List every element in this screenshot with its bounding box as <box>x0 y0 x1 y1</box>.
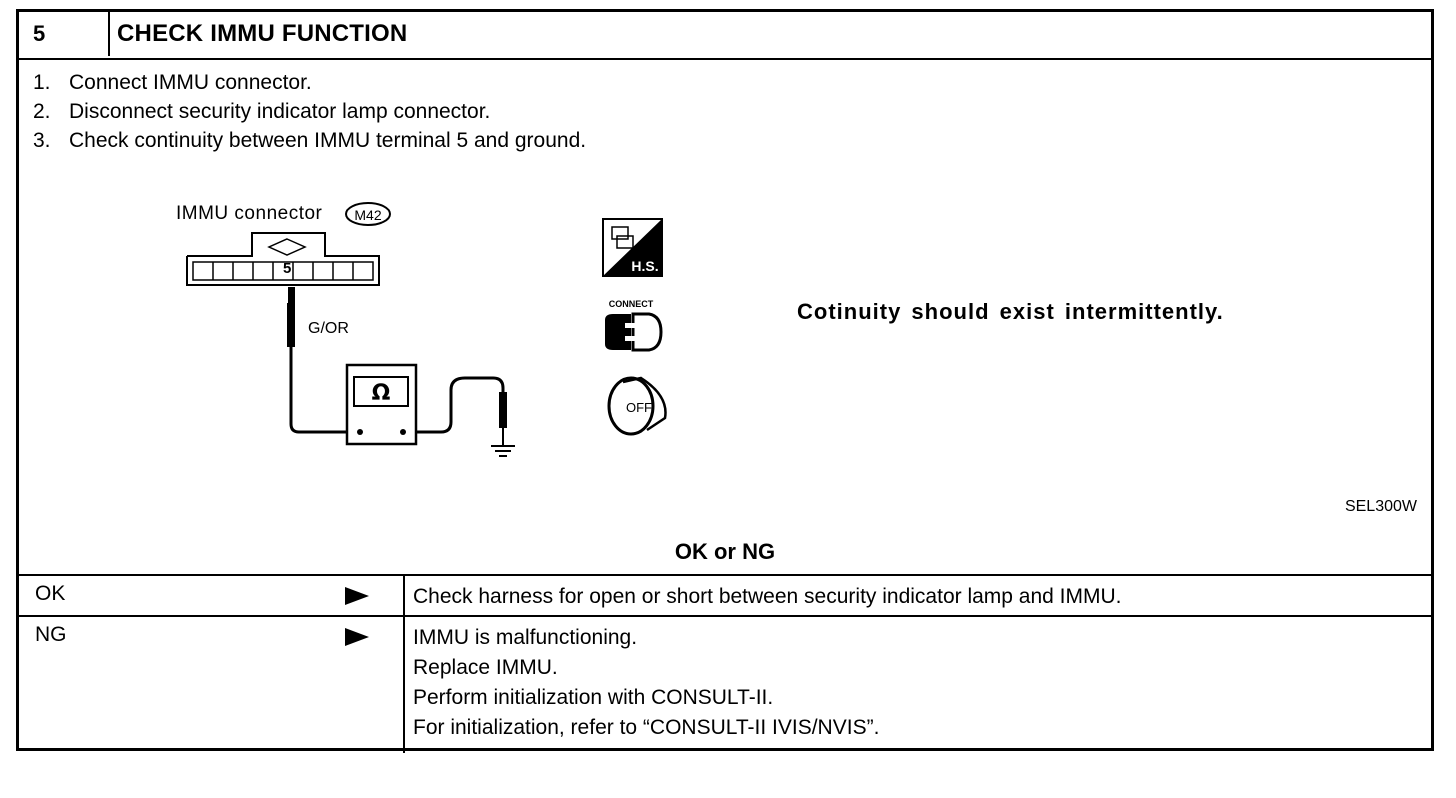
connector-code-badge: M42 <box>345 202 391 226</box>
connect-icon: CONNECT <box>605 299 663 352</box>
connector-label: IMMU connector <box>176 203 323 224</box>
connector-code-text: M42 <box>354 207 381 223</box>
ok-action-line: Check harness for open or short between … <box>413 585 1122 608</box>
ohmmeter: Ω <box>345 363 418 446</box>
ng-label: NG <box>35 623 67 646</box>
procedure-step: 3.Check continuity between IMMU terminal… <box>33 129 587 152</box>
immu-connector <box>186 232 380 286</box>
ng-action-line: Perform initialization with CONSULT-II. <box>413 686 774 709</box>
step-header: 5 CHECK IMMU FUNCTION <box>19 12 1431 60</box>
ng-result-row: NG IMMU is malfunctioning. Replace IMMU.… <box>19 615 1431 753</box>
figure-code: SEL300W <box>1344 498 1417 515</box>
ground-lead <box>416 376 515 457</box>
ok-action: Check harness for open or short between … <box>413 582 1122 612</box>
ok-or-ng-heading: OK or NG <box>674 539 776 564</box>
arrow-right-icon <box>345 587 369 605</box>
ignition-off-icon: OFF <box>607 376 667 436</box>
harness-side-icon: H.S. <box>602 218 663 277</box>
ng-action-line: IMMU is malfunctioning. <box>413 626 638 649</box>
wiring-diagram: M42 <box>186 202 667 457</box>
procedure-step: 2.Disconnect security indicator lamp con… <box>33 100 491 123</box>
connect-label: CONNECT <box>609 299 654 309</box>
hs-label: H.S. <box>631 258 658 274</box>
ok-label: OK <box>35 582 66 605</box>
procedure-steps: 1.Connect IMMU connector. 2.Disconnect s… <box>33 68 586 155</box>
step-title: CHECK IMMU FUNCTION <box>117 20 408 47</box>
inspection-step-table: 5 CHECK IMMU FUNCTION 1.Connect IMMU con… <box>16 9 1434 753</box>
ng-action: IMMU is malfunctioning. Replace IMMU. Pe… <box>413 623 879 743</box>
terminal-number: 5 <box>283 260 292 277</box>
arrow-right-icon <box>345 628 369 646</box>
ok-result-row: OK Check harness for open or short betwe… <box>19 574 1431 617</box>
probe-lead <box>287 287 349 434</box>
ohm-symbol: Ω <box>372 381 391 406</box>
ng-action-line: For initialization, refer to “CONSULT-II… <box>413 716 880 739</box>
column-divider <box>403 617 405 753</box>
wiring-figure: M42 <box>19 192 1431 532</box>
procedure-step: 1.Connect IMMU connector. <box>33 71 312 94</box>
ng-action-line: Replace IMMU. <box>413 656 558 679</box>
continuity-result: Cotinuity should exist intermittently. <box>797 299 1224 324</box>
column-divider <box>403 576 405 617</box>
step-number: 5 <box>19 12 110 56</box>
wire-color-label: G/OR <box>308 320 349 337</box>
off-label: OFF <box>626 400 652 415</box>
